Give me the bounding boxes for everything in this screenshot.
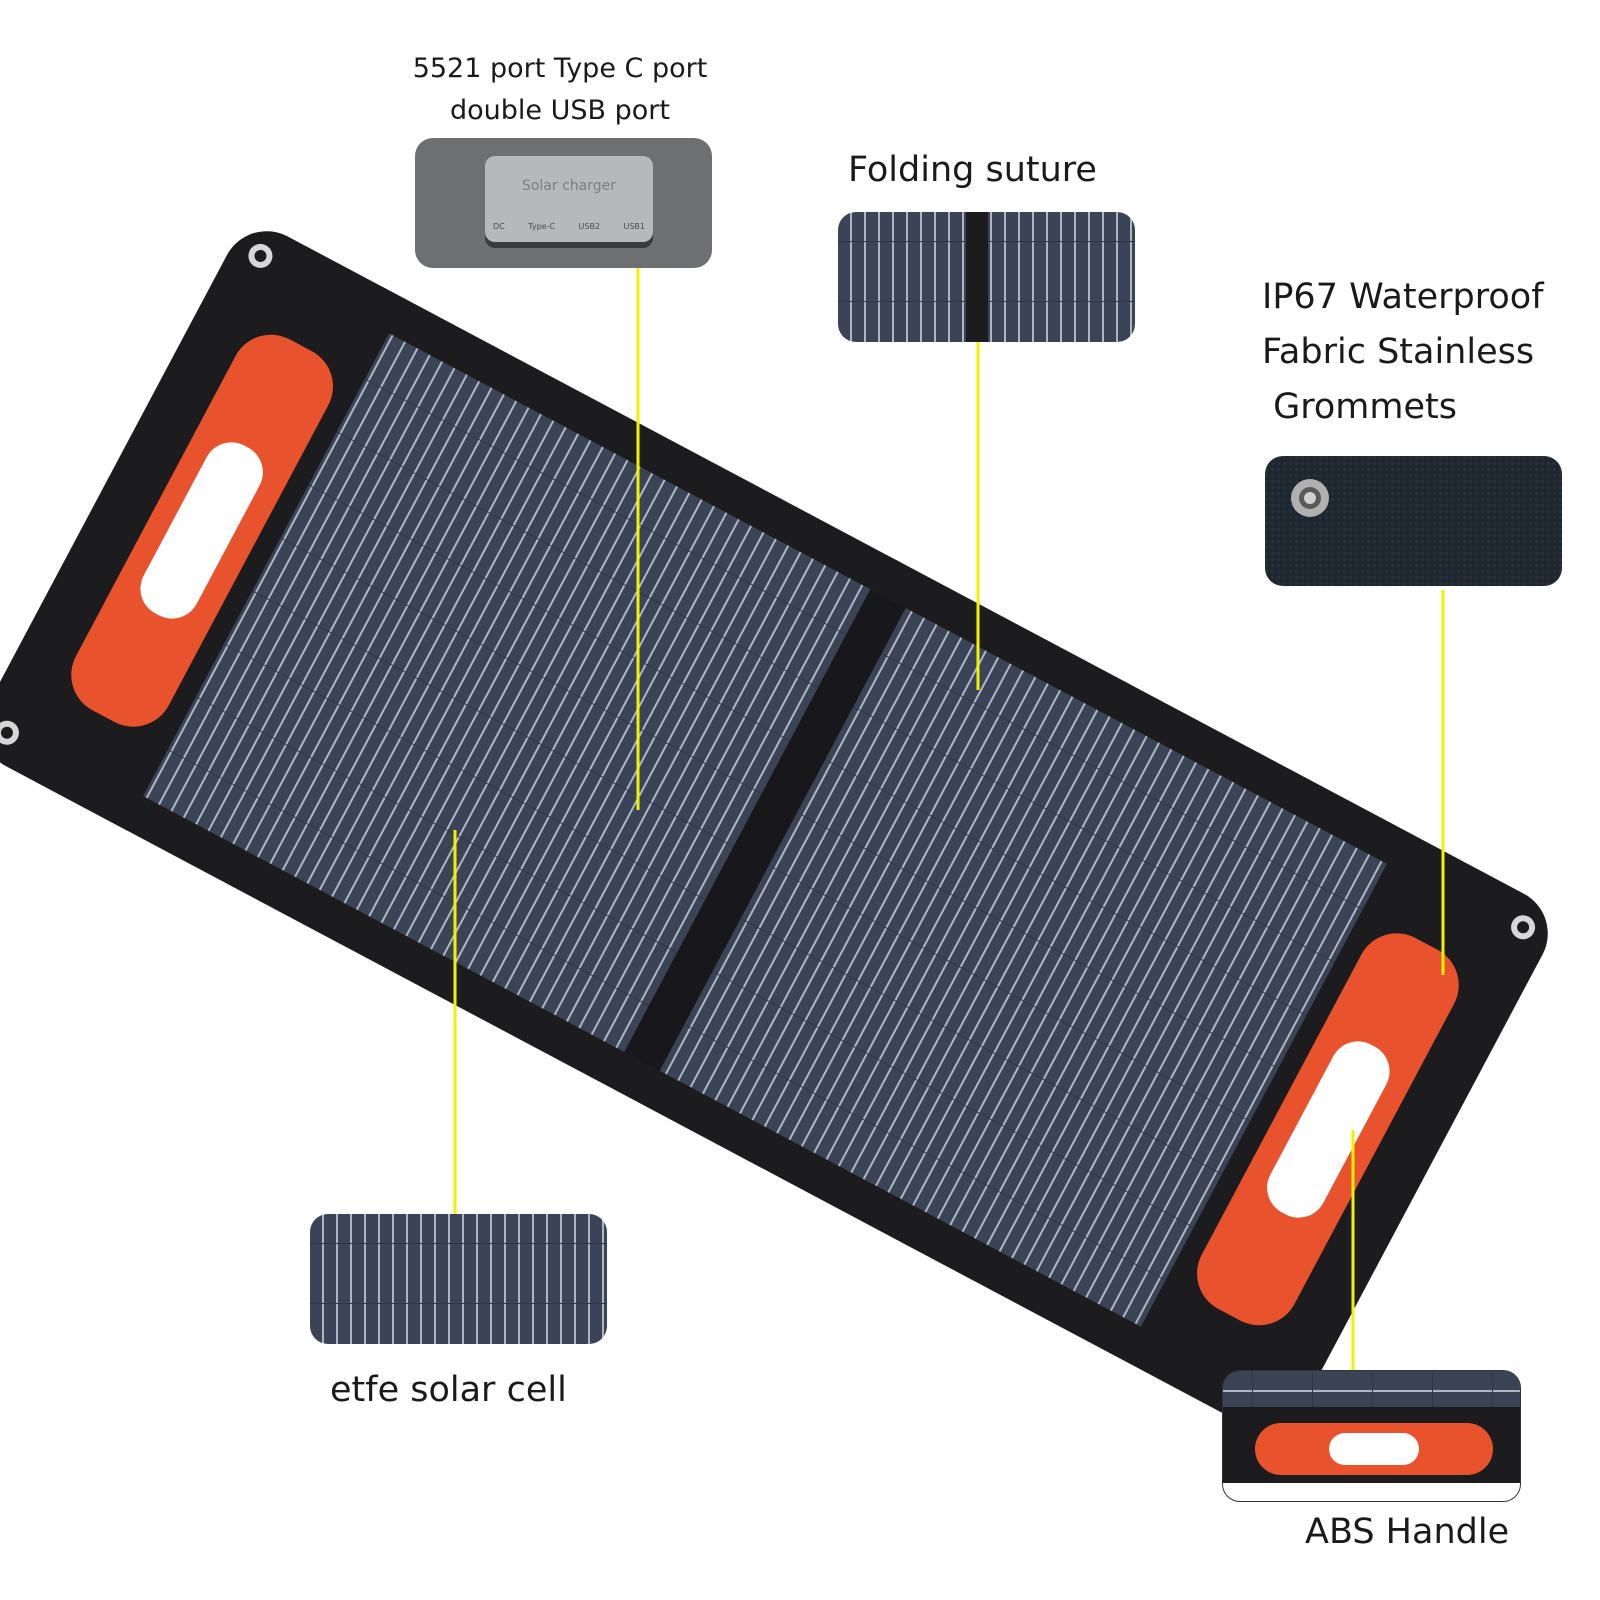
solar-cells-right — [659, 608, 1387, 1327]
solar-cell-label: etfe solar cell — [330, 1370, 567, 1410]
port-usb1-label: USB1 — [623, 222, 645, 231]
grommet-icon — [1511, 915, 1536, 940]
grommet-icon — [0, 720, 19, 745]
port-box-photo: Solar charger DC Type-C USB2 USB1 — [415, 138, 712, 268]
folding-label: Folding suture — [848, 150, 1097, 190]
port-usb2-label: USB2 — [578, 222, 601, 231]
folding-seam-photo — [838, 212, 1135, 342]
solar-cell-photo — [310, 1214, 607, 1344]
ports-label-line1: 5521 port Type C port — [412, 53, 708, 84]
abs-handle-left — [71, 334, 333, 727]
port-dc-label: DC — [493, 222, 505, 231]
solar-panel — [0, 231, 1548, 1429]
fabric-grommet-photo — [1265, 456, 1562, 586]
abs-handle-photo — [1222, 1370, 1521, 1502]
waterproof-label: IP67 Waterproof Fabric Stainless Grommet… — [1262, 277, 1544, 427]
charger-port-labels: DC Type-C USB2 USB1 — [493, 222, 645, 231]
ports-label-line2: double USB port — [450, 95, 670, 126]
charger-box-title: Solar charger — [521, 178, 617, 194]
grommet-icon — [248, 243, 273, 268]
folding-seam — [624, 589, 906, 1071]
port-typec-label: Type-C — [528, 222, 556, 231]
abs-handle-right — [1197, 933, 1459, 1326]
ports-label: 5521 port Type C port double USB port — [395, 48, 725, 132]
handle-label: ABS Handle — [1305, 1512, 1510, 1552]
charger-box: Solar charger DC Type-C USB2 USB1 — [485, 156, 653, 242]
solar-cells-left — [143, 333, 871, 1052]
